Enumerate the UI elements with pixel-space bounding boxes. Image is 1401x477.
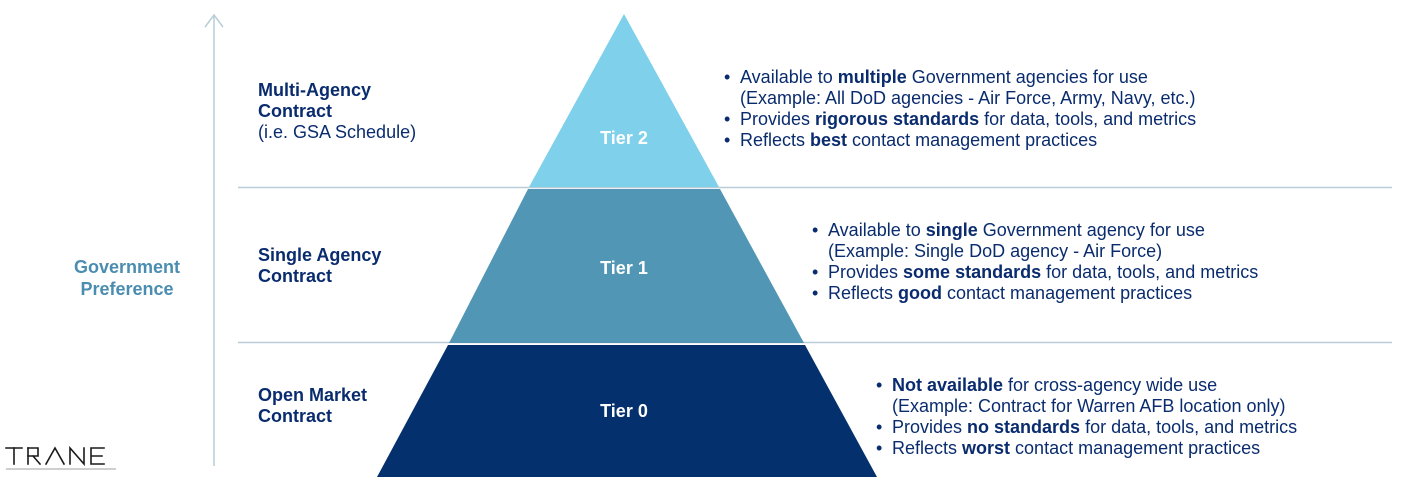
tier-1-label: Single Agency Contract <box>258 245 381 287</box>
axis-label-line2: Preference <box>80 279 174 299</box>
tier-1-name-line1: Single Agency <box>258 245 382 265</box>
tier-2-note: (i.e. GSA Schedule) <box>258 122 417 142</box>
preference-axis-arrowhead <box>204 13 224 28</box>
bullet-glyph: • <box>812 220 819 240</box>
tier-2-segment <box>529 14 719 187</box>
tier-2-label: Multi-Agency Contract (i.e. GSA Schedule… <box>258 80 416 143</box>
list-item: •Reflects worst contact management pract… <box>876 438 1261 458</box>
tier-2-name-line2: Contract <box>258 101 333 121</box>
bullet-glyph: • <box>876 438 883 458</box>
list-item: •Available to multiple Government agenci… <box>724 67 1148 87</box>
tier-1-tag: Tier 1 <box>600 258 648 278</box>
tier-0-name-line1: Open Market <box>258 385 368 405</box>
bullet-glyph: • <box>812 283 819 303</box>
tier-0-bullets: •Not available for cross-agency wide use… <box>876 375 1297 459</box>
list-item-continuation: (Example: Contract for Warren AFB locati… <box>892 396 1286 416</box>
trane-logo <box>5 445 116 470</box>
list-item: •Not available for cross-agency wide use <box>876 375 1218 395</box>
list-item-continuation: (Example: Single DoD agency - Air Force) <box>828 241 1163 261</box>
tier-1-segment <box>449 189 804 343</box>
list-item: •Provides rigorous standards for data, t… <box>724 109 1197 129</box>
list-item: •Reflects good contact management practi… <box>812 283 1193 303</box>
tier-0-segment <box>377 345 877 477</box>
list-item: •Provides no standards for data, tools, … <box>876 417 1298 437</box>
bullet-glyph: • <box>876 375 883 395</box>
bullet-glyph: • <box>724 109 731 129</box>
list-item-continuation: (Example: All DoD agencies - Air Force, … <box>740 88 1196 108</box>
tier-0-tag: Tier 0 <box>600 401 648 421</box>
list-item: •Available to single Government agency f… <box>812 220 1205 240</box>
bullet-glyph: • <box>724 130 731 150</box>
tier-2-tag: Tier 2 <box>600 128 648 148</box>
axis-label-line1: Government <box>73 257 181 277</box>
government-preference-label: Government Preference <box>42 256 212 300</box>
tier-2-name-line1: Multi-Agency <box>258 80 372 100</box>
list-item: •Reflects best contact management practi… <box>724 130 1098 150</box>
tier-0-label: Open Market Contract <box>258 385 367 427</box>
tier-1-name-line2: Contract <box>258 266 333 286</box>
bullet-glyph: • <box>812 262 819 282</box>
tier-0-name-line2: Contract <box>258 406 333 426</box>
bullet-glyph: • <box>876 417 883 437</box>
list-item: •Provides some standards for data, tools… <box>812 262 1259 282</box>
tier-1-bullets: •Available to single Government agency f… <box>812 220 1258 304</box>
tier-2-bullets: •Available to multiple Government agenci… <box>724 67 1196 151</box>
bullet-glyph: • <box>724 67 731 87</box>
